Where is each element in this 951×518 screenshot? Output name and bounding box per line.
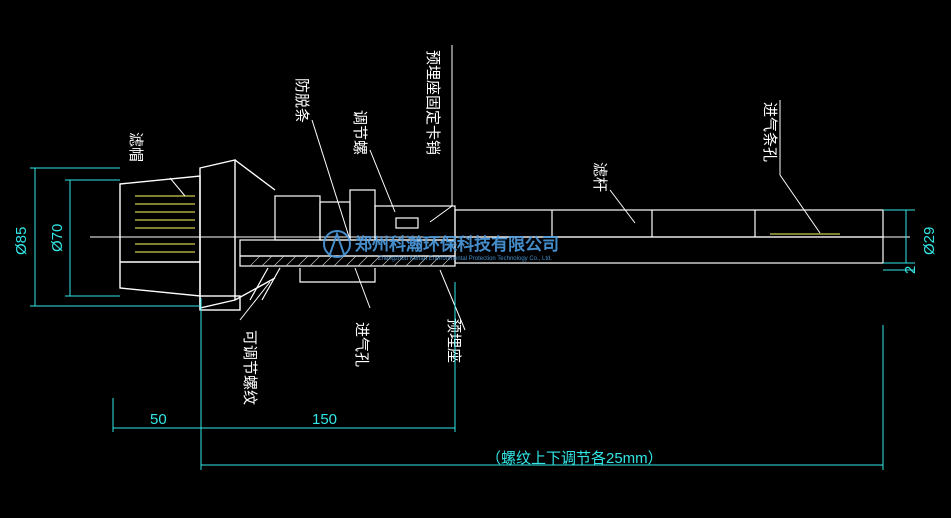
- dim-d29: Ø29: [921, 227, 938, 255]
- label-filter-cap: 滤帽: [127, 132, 145, 162]
- company-logo-icon: [323, 230, 351, 258]
- label-embedded-seat: 预埋座: [445, 318, 463, 363]
- label-air-inlet-slot: 进气条孔: [761, 102, 779, 162]
- dim-thread-note: （螺纹上下调节各25mm）: [486, 450, 663, 467]
- filter-cap-slots: [135, 195, 195, 253]
- hatch: [249, 255, 453, 267]
- label-adjust-screw: 调节螺: [351, 110, 369, 155]
- company-watermark: 郑州科瀚环保科技有限公司 Zhengzhou Kehan Environment…: [323, 230, 559, 262]
- label-embedded-seat-pin: 预埋座固定卡销: [424, 50, 442, 155]
- watermark-company-name: 郑州科瀚环保科技有限公司: [355, 234, 559, 255]
- label-air-inlet-hole: 进气孔: [353, 322, 371, 367]
- leader-lines: [169, 45, 821, 331]
- dim-d85: Ø85: [13, 227, 30, 255]
- dim-50: 50: [150, 411, 167, 428]
- dim-150: 150: [312, 411, 337, 428]
- dim-2: 2: [902, 266, 919, 274]
- dim-d70: Ø70: [49, 224, 66, 252]
- filter-cap: [119, 159, 276, 311]
- label-anti-drop-strip: 防脱条: [293, 78, 311, 123]
- filter-rod: [454, 209, 884, 264]
- threaded-section: [274, 189, 456, 241]
- label-filter-rod: 滤杆: [591, 162, 609, 192]
- label-adjustable-thread: 可调节螺纹: [241, 330, 259, 405]
- dimension-lines: [30, 167, 915, 470]
- watermark-subtitle: Zhengzhou Kehan Environmental Protection…: [378, 256, 552, 262]
